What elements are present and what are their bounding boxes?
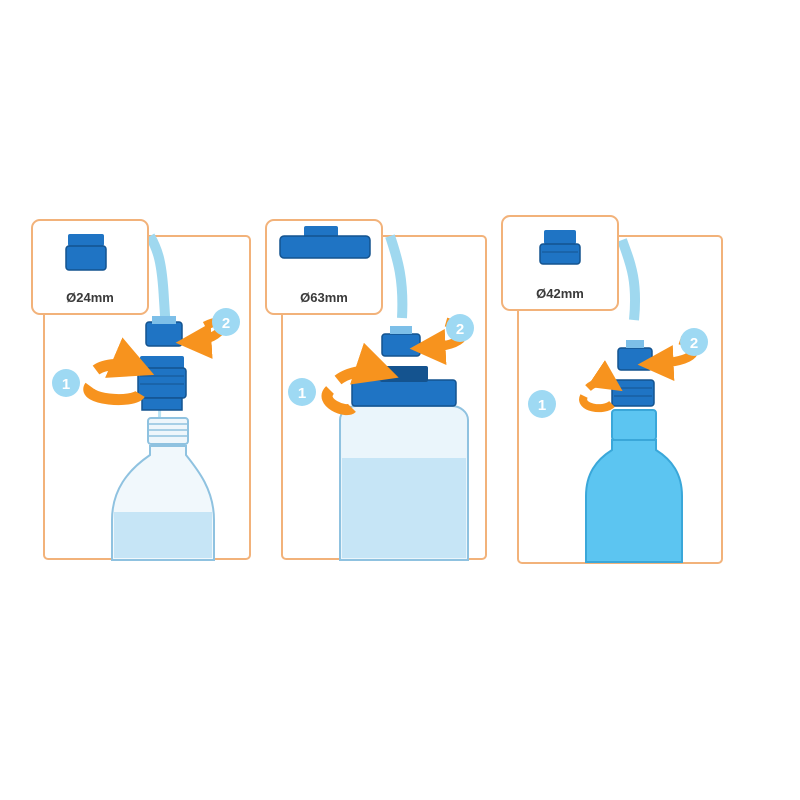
- step-2-badge: [680, 328, 708, 356]
- step-1-label: 1: [62, 376, 70, 393]
- tube: [385, 234, 408, 319]
- glass-bottle: [111, 417, 215, 561]
- liquid: [114, 512, 212, 558]
- rotate-arrow-1: [321, 370, 382, 415]
- panel-63mm: 1 2 Ø63mm: [265, 219, 487, 561]
- step-2-label: 2: [456, 321, 464, 338]
- step-1-badge: [52, 369, 80, 397]
- size-label: Ø42mm: [536, 286, 584, 301]
- tube: [145, 233, 171, 331]
- rotate-arrow-1: [579, 382, 612, 413]
- step-1-label: 1: [298, 385, 306, 402]
- size-callout: Ø63mm: [265, 219, 383, 315]
- panel-24mm: 1 2 Ø24mm: [31, 219, 251, 561]
- liquid: [342, 458, 466, 558]
- panel-42mm: 1 2 Ø42mm: [501, 215, 723, 564]
- step-2-label: 2: [222, 315, 230, 332]
- size-label: Ø63mm: [300, 290, 348, 305]
- step-2-badge: [446, 314, 474, 342]
- rotate-arrow-1: [83, 364, 140, 406]
- solid-bottle: [585, 409, 683, 563]
- adapter-lower: [611, 379, 655, 407]
- step-1-badge: [288, 378, 316, 406]
- glass-jar: [339, 405, 469, 561]
- step-1-badge: [528, 390, 556, 418]
- size-label: Ø24mm: [66, 290, 114, 305]
- size-callout: Ø42mm: [501, 215, 619, 311]
- size-callout: Ø24mm: [31, 219, 149, 315]
- adapter-lower: [137, 356, 187, 411]
- step-1-label: 1: [538, 397, 546, 414]
- step-2-label: 2: [690, 335, 698, 352]
- tube: [617, 238, 641, 321]
- step-2-badge: [212, 308, 240, 336]
